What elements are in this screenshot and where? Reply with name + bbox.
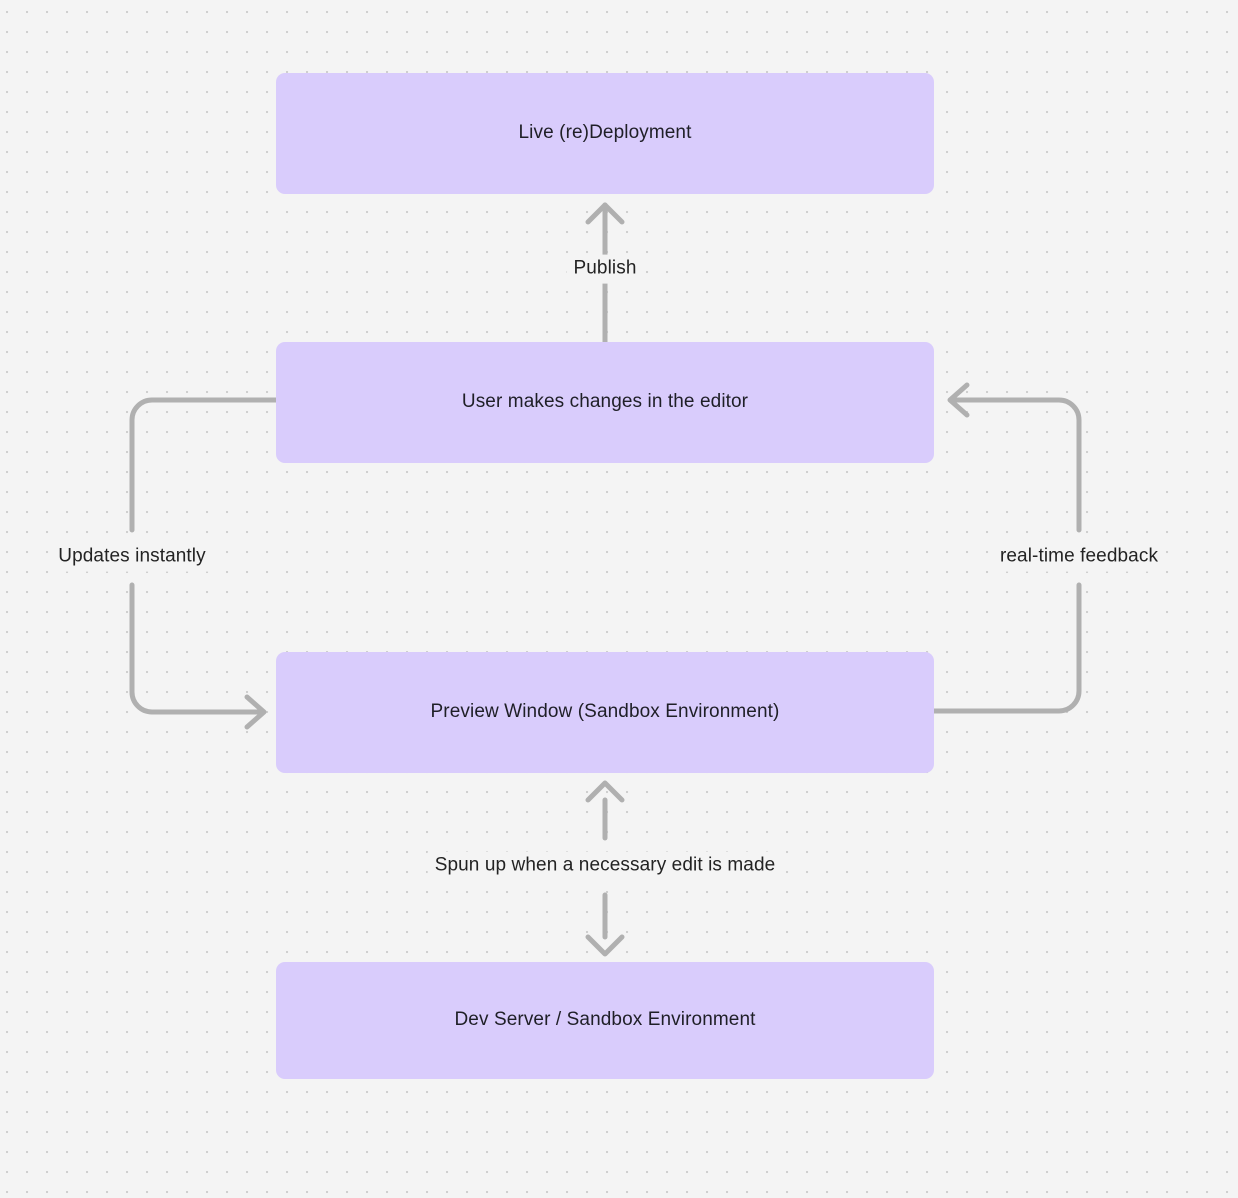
- node-live-deployment[interactable]: Live (re)Deployment: [276, 73, 934, 194]
- node-dev-server[interactable]: Dev Server / Sandbox Environment: [276, 962, 934, 1079]
- edge-label-real-time-feedback: real-time feedback: [992, 542, 1166, 572]
- node-live-deployment-label: Live (re)Deployment: [518, 122, 692, 144]
- node-preview-window-label: Preview Window (Sandbox Environment): [430, 701, 780, 723]
- edge-label-updates-instantly: Updates instantly: [51, 542, 213, 572]
- node-preview-window[interactable]: Preview Window (Sandbox Environment): [276, 652, 934, 773]
- node-user-edits-label: User makes changes in the editor: [461, 391, 749, 413]
- edge-label-spun-up: Spun up when a necessary edit is made: [427, 851, 783, 881]
- node-dev-server-label: Dev Server / Sandbox Environment: [454, 1009, 756, 1031]
- edge-label-publish: Publish: [566, 254, 644, 284]
- node-user-edits[interactable]: User makes changes in the editor: [276, 342, 934, 463]
